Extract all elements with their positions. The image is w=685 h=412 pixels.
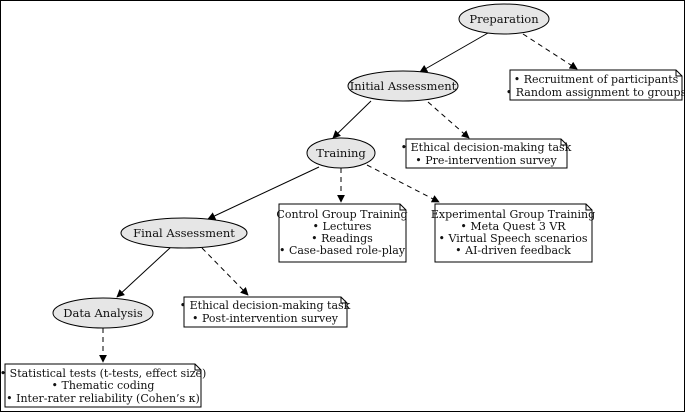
edge-initial-note [427,101,470,139]
edge-training-final [207,166,320,220]
edge-final-note [201,247,249,296]
node-preparation: Preparation [458,3,550,35]
note-pre-intervention: • Ethical decision-making task • Pre-int… [401,138,572,169]
note-recruitment-line: • Random assignment to groups [506,86,685,99]
note-pre-intervention-line: • Pre-intervention survey [415,154,557,167]
edge-training-experimental [366,164,440,203]
note-pre-intervention-line: • Ethical decision-making task [401,141,572,154]
edge-preparation-note [522,33,578,70]
node-initial-assessment: Initial Assessment [347,70,459,102]
note-recruitment: • Recruitment of participants • Random a… [506,69,685,101]
node-data-analysis: Data Analysis [52,297,154,329]
edge-preparation-initial [419,32,489,73]
note-experimental-group: Experimental Group Training • Meta Quest… [431,203,595,263]
note-control-group-line: • Case-based role-play [279,244,406,257]
edge-initial-training [332,100,372,139]
note-post-intervention-line: • Ethical decision-making task [180,299,351,312]
note-analysis-methods: • Statistical tests (t-tests, effect siz… [1,363,206,408]
note-control-group-line: Control Group Training [276,208,407,221]
note-analysis-methods-line: • Inter-rater reliability (Cohen’s κ) [6,392,200,405]
note-experimental-group-line: Experimental Group Training [431,208,595,221]
note-experimental-group-line: • AI-driven feedback [455,244,571,257]
edge-final-analysis [116,246,172,298]
note-analysis-methods-line: • Thematic coding [52,379,155,392]
node-data-analysis-label: Data Analysis [63,306,143,320]
note-control-group: Control Group Training • Lectures • Read… [276,203,408,263]
note-post-intervention-line: • Post-intervention survey [192,312,339,325]
node-final-assessment: Final Assessment [120,217,248,249]
note-experimental-group-line: • Meta Quest 3 VR [460,220,566,233]
node-initial-assessment-label: Initial Assessment [350,79,457,93]
node-training-label: Training [316,146,366,160]
node-final-assessment-label: Final Assessment [133,226,235,240]
node-preparation-label: Preparation [469,12,539,26]
note-post-intervention: • Ethical decision-making task • Post-in… [180,296,351,328]
note-analysis-methods-line: • Statistical tests (t-tests, effect siz… [1,367,206,380]
note-control-group-line: • Lectures [313,220,372,233]
node-training: Training [306,137,376,169]
note-recruitment-line: • Recruitment of participants [514,73,679,86]
note-control-group-line: • Readings [311,232,373,245]
note-experimental-group-line: • Virtual Speech scenarios [439,232,588,245]
